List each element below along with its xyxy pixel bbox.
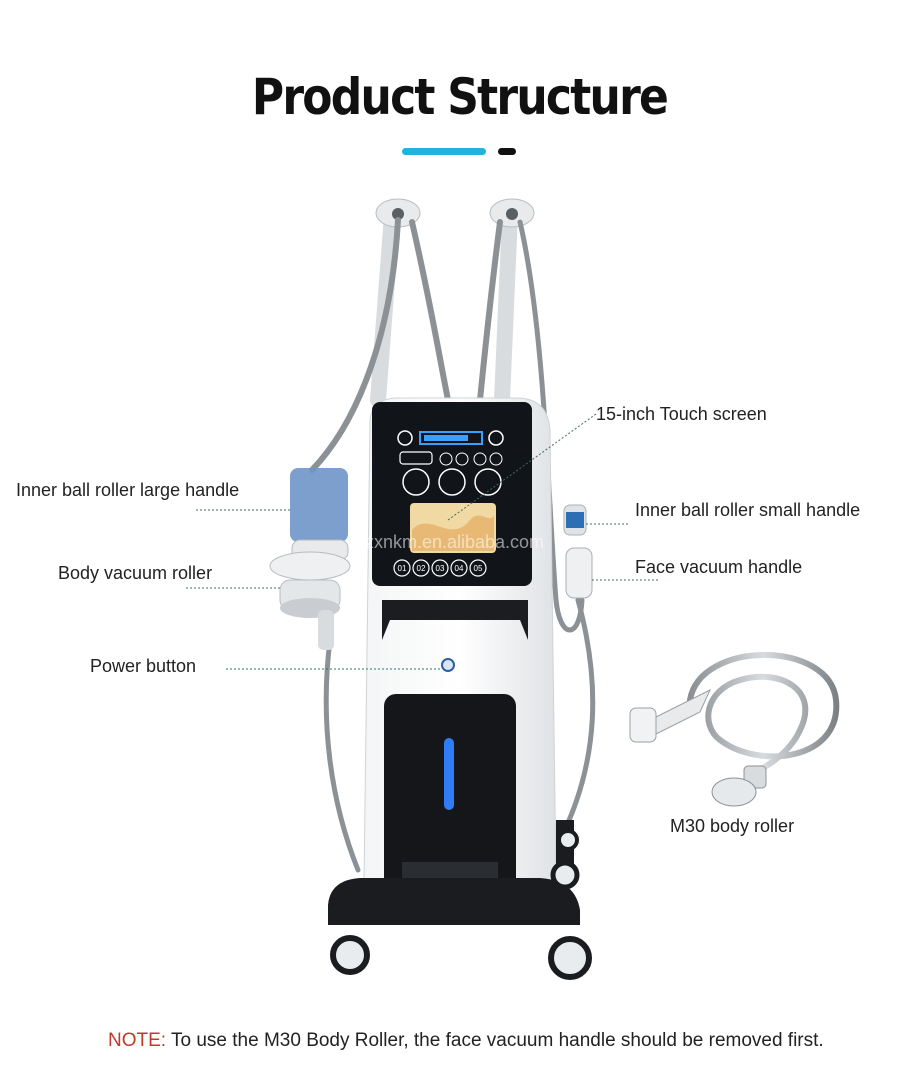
screen-mode-button	[450, 559, 468, 577]
page-title: Product Structure	[251, 68, 669, 126]
title-underline-accent	[402, 148, 486, 155]
note-keyword: NOTE:	[108, 1030, 167, 1051]
label-m30-roller: M30 body roller	[670, 816, 795, 836]
label-small-handle: Inner ball roller small handle	[635, 500, 861, 520]
label-body-vacuum-roller: Body vacuum roller	[58, 563, 213, 583]
power-button-icon	[441, 658, 455, 672]
leader-lines	[186, 413, 660, 670]
machine-base	[328, 820, 592, 980]
large-handle	[290, 468, 349, 561]
note: NOTE: To use the M30 Body Roller, the fa…	[108, 1030, 824, 1052]
label-power-button: Power button	[90, 656, 197, 676]
small-handle	[563, 504, 587, 536]
touch-screen: 01 02 03 04 05	[393, 430, 504, 577]
cables	[309, 217, 596, 873]
label-face-vacuum-handle: Face vacuum handle	[635, 557, 803, 577]
note-text: To use the M30 Body Roller, the face vac…	[166, 1030, 824, 1051]
screen-mode-label: 02	[417, 564, 426, 573]
screen-mode-label: 05	[474, 564, 483, 573]
face-vacuum-handle	[565, 547, 593, 599]
title-underline-dot	[498, 148, 516, 155]
label-large-handle: Inner ball roller large handle	[16, 480, 240, 500]
label-touch-screen: 15-inch Touch screen	[596, 404, 767, 424]
screen-mode-label: 01	[398, 564, 407, 573]
screen-mode-label: 04	[455, 564, 464, 573]
body-vacuum-roller	[269, 551, 351, 650]
screen-mode-button	[412, 559, 430, 577]
watermark: szxnkm.en.alibaba.com	[356, 532, 544, 552]
screen-mode-button	[393, 559, 411, 577]
m30-roller-illustration	[629, 652, 840, 807]
screen-mode-button	[431, 559, 449, 577]
screen-mode-button	[469, 559, 487, 577]
screen-mode-label: 03	[436, 564, 445, 573]
